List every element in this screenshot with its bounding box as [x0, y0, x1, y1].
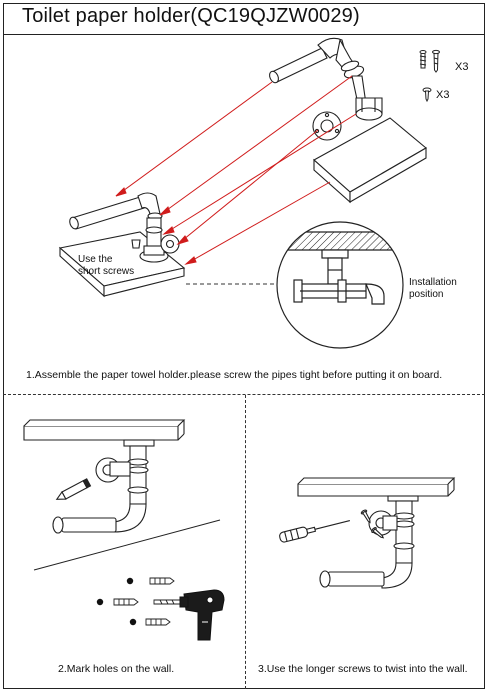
step2-caption: 2.Mark holes on the wall.: [58, 663, 174, 675]
assembled-holder: [60, 193, 184, 296]
installation-label-line2: position: [409, 289, 443, 301]
wall-anchor-icons: [114, 578, 184, 625]
long-screws-group: [420, 50, 440, 72]
step2-illustration: [24, 420, 220, 570]
installation-label-line1: Installation: [409, 277, 457, 289]
installation-callout: [270, 222, 410, 348]
step3-illustration: [279, 478, 454, 588]
power-drill-icon: [180, 590, 224, 640]
short-screw-quantity: X3: [436, 89, 449, 101]
step3-caption: 3.Use the longer screws to twist into th…: [258, 663, 468, 675]
short-screws-note: Use the short screws: [78, 254, 134, 278]
short-screw-icon: [423, 88, 431, 101]
long-screw-quantity: X3: [455, 61, 468, 73]
section-divider-vertical: [245, 395, 246, 689]
exploded-pipe-assembly: [268, 38, 382, 120]
step1-caption: 1.Assemble the paper towel holder.please…: [26, 369, 442, 381]
section-divider-horizontal: [3, 394, 485, 395]
